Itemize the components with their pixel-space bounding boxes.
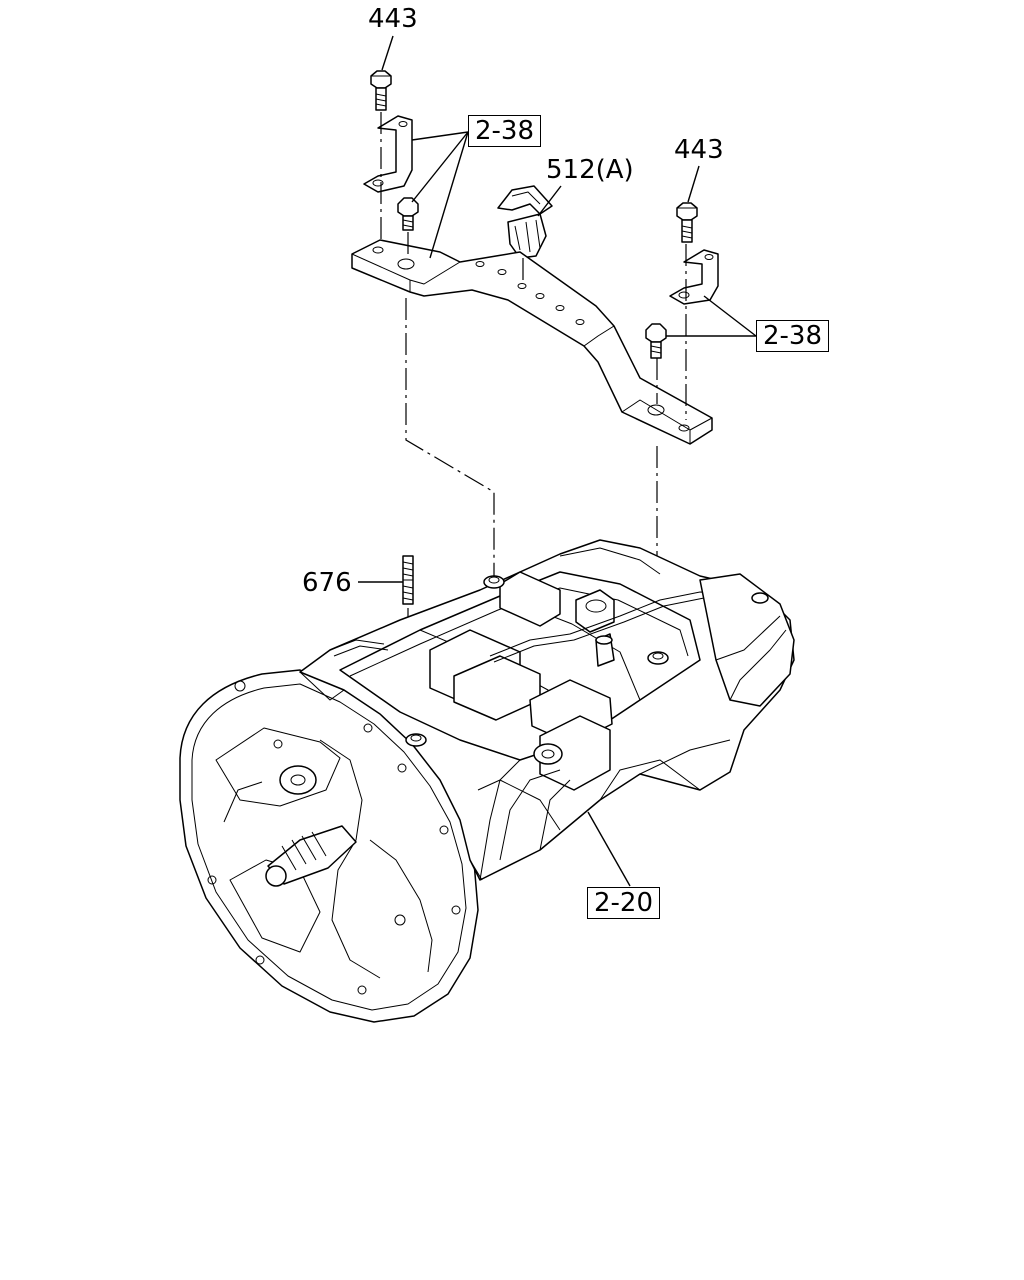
ref-box-2-38-right: 2-38 <box>756 320 830 352</box>
ref-box-2-38-left: 2-38 <box>468 115 542 147</box>
callout-443-right: 443 <box>674 135 724 165</box>
bracket-left-upper <box>363 115 413 193</box>
callout-512a: 512(A) <box>546 155 634 185</box>
callout-443-left: 443 <box>368 4 418 34</box>
callout-676: 676 <box>302 568 352 598</box>
bolt-right-lower <box>645 323 667 359</box>
transmission-assembly <box>179 539 795 1023</box>
ref-box-2-20: 2-20 <box>587 887 661 919</box>
clip-512a <box>497 185 553 259</box>
bolt-443-right <box>676 202 698 243</box>
bolt-left-lower <box>397 197 419 231</box>
bracket-right-upper <box>669 249 719 305</box>
leader-lines <box>358 35 757 887</box>
cross-member-bracket <box>351 239 713 445</box>
bolt-443-left <box>370 70 392 111</box>
stud-676 <box>402 555 414 605</box>
